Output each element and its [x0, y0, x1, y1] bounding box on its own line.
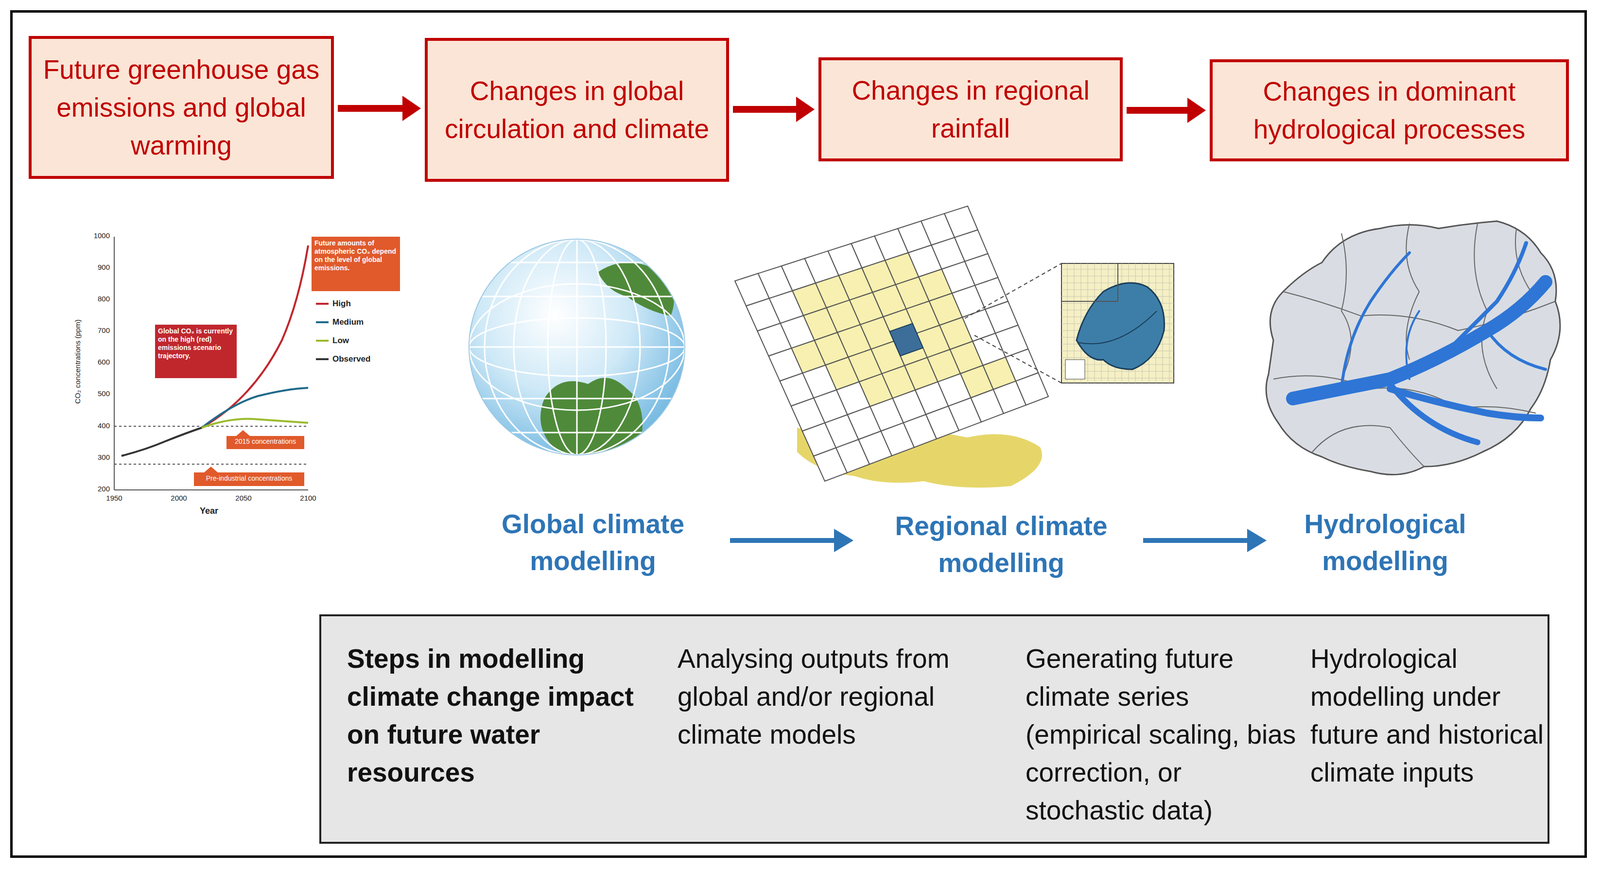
process-box: Changes in regional rainfall: [818, 57, 1123, 162]
regional-grid: [734, 206, 1174, 488]
box-label: Changes in dominant hydrological process…: [1222, 72, 1557, 149]
axis-tick: 2100: [293, 493, 323, 503]
flow-arrow: [732, 96, 815, 122]
stage-label: Hydrological modelling: [1263, 505, 1507, 580]
axis-tick: 500: [77, 389, 110, 399]
process-box: Future greenhouse gas emissions and glob…: [28, 35, 334, 179]
legend-line: [315, 358, 329, 361]
panel-heading: Steps in modelling climate change impact…: [347, 639, 663, 792]
axis-tick: 300: [77, 452, 110, 462]
axis-tick: 800: [77, 294, 110, 304]
process-box: Changes in dominant hydrological process…: [1209, 59, 1569, 162]
axis-tick: 900: [77, 262, 110, 272]
globe: [466, 238, 686, 460]
box-label: Future greenhouse gas emissions and glob…: [41, 50, 322, 165]
axis-tick: 200: [77, 484, 110, 494]
steps-panel: Steps in modelling climate change impact…: [319, 614, 1550, 844]
legend-text: Medium: [332, 316, 364, 328]
step-text: Hydrological modelling under future and …: [1310, 639, 1544, 792]
box-label: Changes in regional rainfall: [831, 71, 1111, 148]
catchment-map: [1266, 221, 1561, 475]
legend-text: Observed: [332, 353, 371, 365]
chart-note: Future amounts of atmospheric CO₂ depend…: [314, 239, 398, 273]
co2-chart: [114, 236, 400, 490]
chart-note: 2015 concentrations: [228, 437, 303, 446]
legend-text: Low: [332, 335, 349, 347]
legend-line: [315, 339, 329, 342]
process-box: Changes in global circulation and climat…: [424, 37, 730, 182]
step-text: Analysing outputs from global and/or reg…: [677, 639, 1013, 754]
axis-tick: 700: [77, 326, 110, 335]
legend-text: High: [332, 298, 351, 310]
chart-note: Pre-industrial concentrations: [195, 474, 303, 483]
axis-tick: 600: [77, 357, 110, 367]
stage-label: Global climate modelling: [471, 505, 715, 580]
axis-tick: 2050: [228, 493, 259, 503]
legend-line: [315, 321, 329, 324]
flow-arrow: [337, 95, 421, 122]
box-label: Changes in global circulation and climat…: [437, 71, 717, 148]
stage-label: Regional climate modelling: [865, 507, 1138, 582]
chart-note: Global CO₂ is currently on the high (red…: [157, 327, 235, 361]
chart-note: Year: [189, 505, 229, 517]
flow-arrow: [1126, 97, 1206, 123]
legend-line: [315, 302, 329, 305]
chart-note: CO₂ concentrations (ppm): [73, 298, 83, 425]
axis-tick: 400: [77, 421, 110, 431]
axis-tick: 1950: [99, 493, 129, 503]
axis-tick: 2000: [164, 493, 194, 503]
step-text: Generating future climate series (empiri…: [1025, 639, 1303, 830]
axis-tick: 1000: [77, 231, 110, 241]
